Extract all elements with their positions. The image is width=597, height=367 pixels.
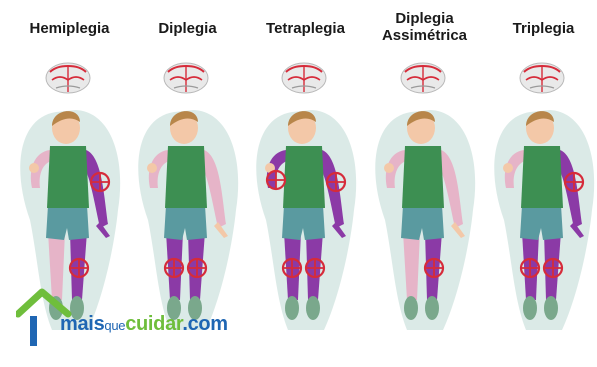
left-hand — [384, 163, 394, 173]
right-foot — [425, 296, 439, 320]
brain-icon — [520, 63, 564, 93]
shirt — [283, 146, 325, 208]
panel-3: Tetraplegia — [246, 0, 365, 367]
left-foot — [285, 296, 299, 320]
logo-wordmark: maisquecuidar.com — [60, 313, 228, 336]
shirt — [165, 146, 207, 208]
logo-part-cuidar: cuidar — [125, 313, 182, 335]
logo-part-mais: mais — [60, 313, 104, 335]
right-foot — [306, 296, 320, 320]
figure-illustration — [365, 0, 484, 367]
left-hand — [503, 163, 513, 173]
left-leg-target — [283, 259, 301, 277]
right-leg-target — [188, 259, 206, 277]
shirt — [521, 146, 563, 208]
figure-illustration — [484, 0, 597, 367]
right-arm-target — [327, 173, 345, 191]
right-leg-target — [544, 259, 562, 277]
right-leg-target — [425, 259, 443, 277]
left-leg-target — [521, 259, 539, 277]
maisquecuidar-logo: maisquecuidar.com — [16, 286, 256, 348]
right-arm-target — [91, 173, 109, 191]
right-leg-target — [306, 259, 324, 277]
brain-icon — [282, 63, 326, 93]
left-leg-target — [165, 259, 183, 277]
left-hand — [147, 163, 157, 173]
right-foot — [544, 296, 558, 320]
brain-icon — [401, 63, 445, 93]
logo-part-com: .com — [182, 313, 227, 335]
right-leg-target — [70, 259, 88, 277]
left-foot — [523, 296, 537, 320]
brain-icon — [46, 63, 90, 93]
figure-illustration — [246, 0, 365, 367]
left-hand — [29, 163, 39, 173]
left-foot — [404, 296, 418, 320]
panel-5: Triplegia — [484, 0, 597, 367]
logo-part-que: que — [104, 318, 125, 333]
right-arm-target — [565, 173, 583, 191]
brain-icon — [164, 63, 208, 93]
shirt — [402, 146, 444, 208]
left-arm-target — [267, 171, 285, 189]
shirt — [47, 146, 89, 208]
